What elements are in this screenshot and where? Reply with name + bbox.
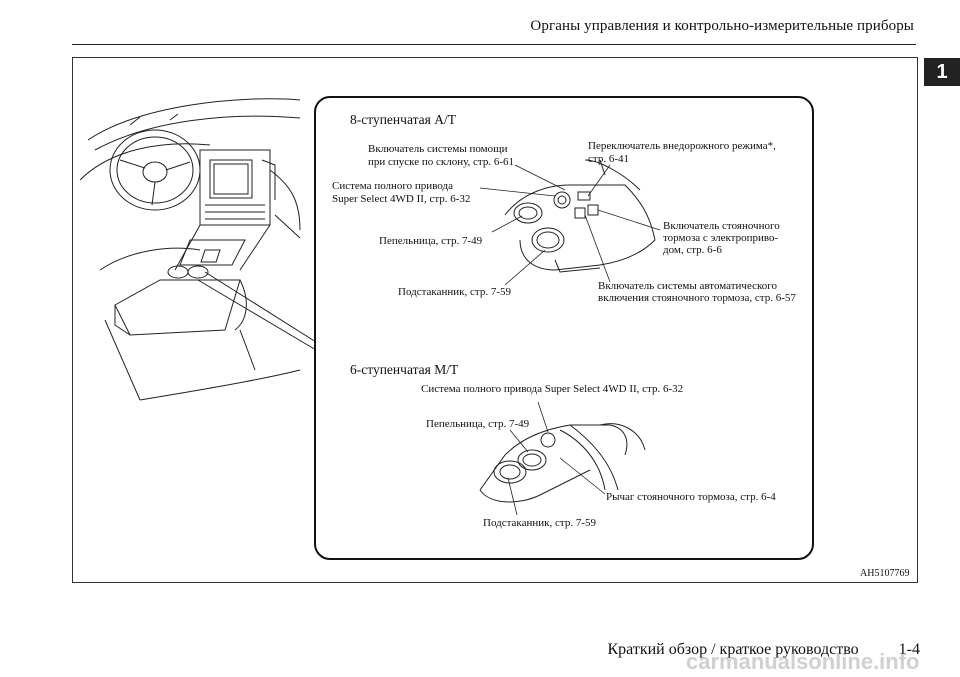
label-ssii-mt: Система полного привода Super Select 4WD… bbox=[421, 383, 684, 395]
label-offroad-line2: стр. 6-41 bbox=[588, 153, 629, 165]
figure-code: AH5107769 bbox=[860, 568, 910, 579]
label-autohold-line1: Включатель системы автоматического bbox=[598, 280, 778, 292]
callout-panel bbox=[314, 96, 814, 560]
label-epb-line1: Включатель стояночного bbox=[663, 220, 780, 232]
label-offroad-line1: Переключатель внедорожного режима*, bbox=[588, 140, 776, 152]
label-autohold-line2: включения стояночного тормоза, стр. 6-57 bbox=[598, 292, 796, 304]
label-cupholder-mt: Подстаканник, стр. 7-59 bbox=[483, 517, 596, 529]
header-rule bbox=[72, 44, 916, 45]
label-hill-descent-line1: Включатель системы помощи bbox=[368, 143, 508, 155]
section-title-at: 8-ступенчатая A/T bbox=[350, 112, 456, 127]
chapter-tab: 1 bbox=[924, 58, 960, 86]
label-cupholder-at: Подстаканник, стр. 7-59 bbox=[398, 286, 511, 298]
page-number: 1-4 bbox=[898, 641, 920, 658]
label-ssii-line1: Система полного привода bbox=[332, 180, 453, 192]
footer-text: Краткий обзор / краткое руководство bbox=[607, 641, 859, 658]
figure-frame bbox=[72, 57, 918, 583]
watermark: carmanualsonline.info bbox=[686, 649, 920, 674]
label-parking-lever: Рычаг стояночного тормоза, стр. 6-4 bbox=[606, 491, 776, 503]
label-ssii-line2: Super Select 4WD II, стр. 6-32 bbox=[332, 193, 471, 205]
label-ashtray-at: Пепельница, стр. 7-49 bbox=[379, 235, 483, 247]
label-epb-line2: тормоза с электроприво- bbox=[663, 232, 779, 244]
label-ashtray-mt: Пепельница, стр. 7-49 bbox=[426, 418, 530, 430]
car-interior-drawing bbox=[79, 98, 317, 401]
section-title-mt: 6-ступенчатая M/T bbox=[350, 362, 459, 377]
label-hill-descent-line2: при спуске по склону, стр. 6-61 bbox=[368, 156, 515, 168]
page-header-title: Органы управления и контрольно-измерител… bbox=[530, 18, 914, 34]
mt-console-drawing bbox=[479, 401, 646, 516]
page-footer: Краткий обзор / краткое руководство 1-4 bbox=[607, 641, 920, 659]
at-console-drawing bbox=[479, 159, 661, 286]
label-epb-line3: дом, стр. 6-6 bbox=[663, 244, 722, 256]
